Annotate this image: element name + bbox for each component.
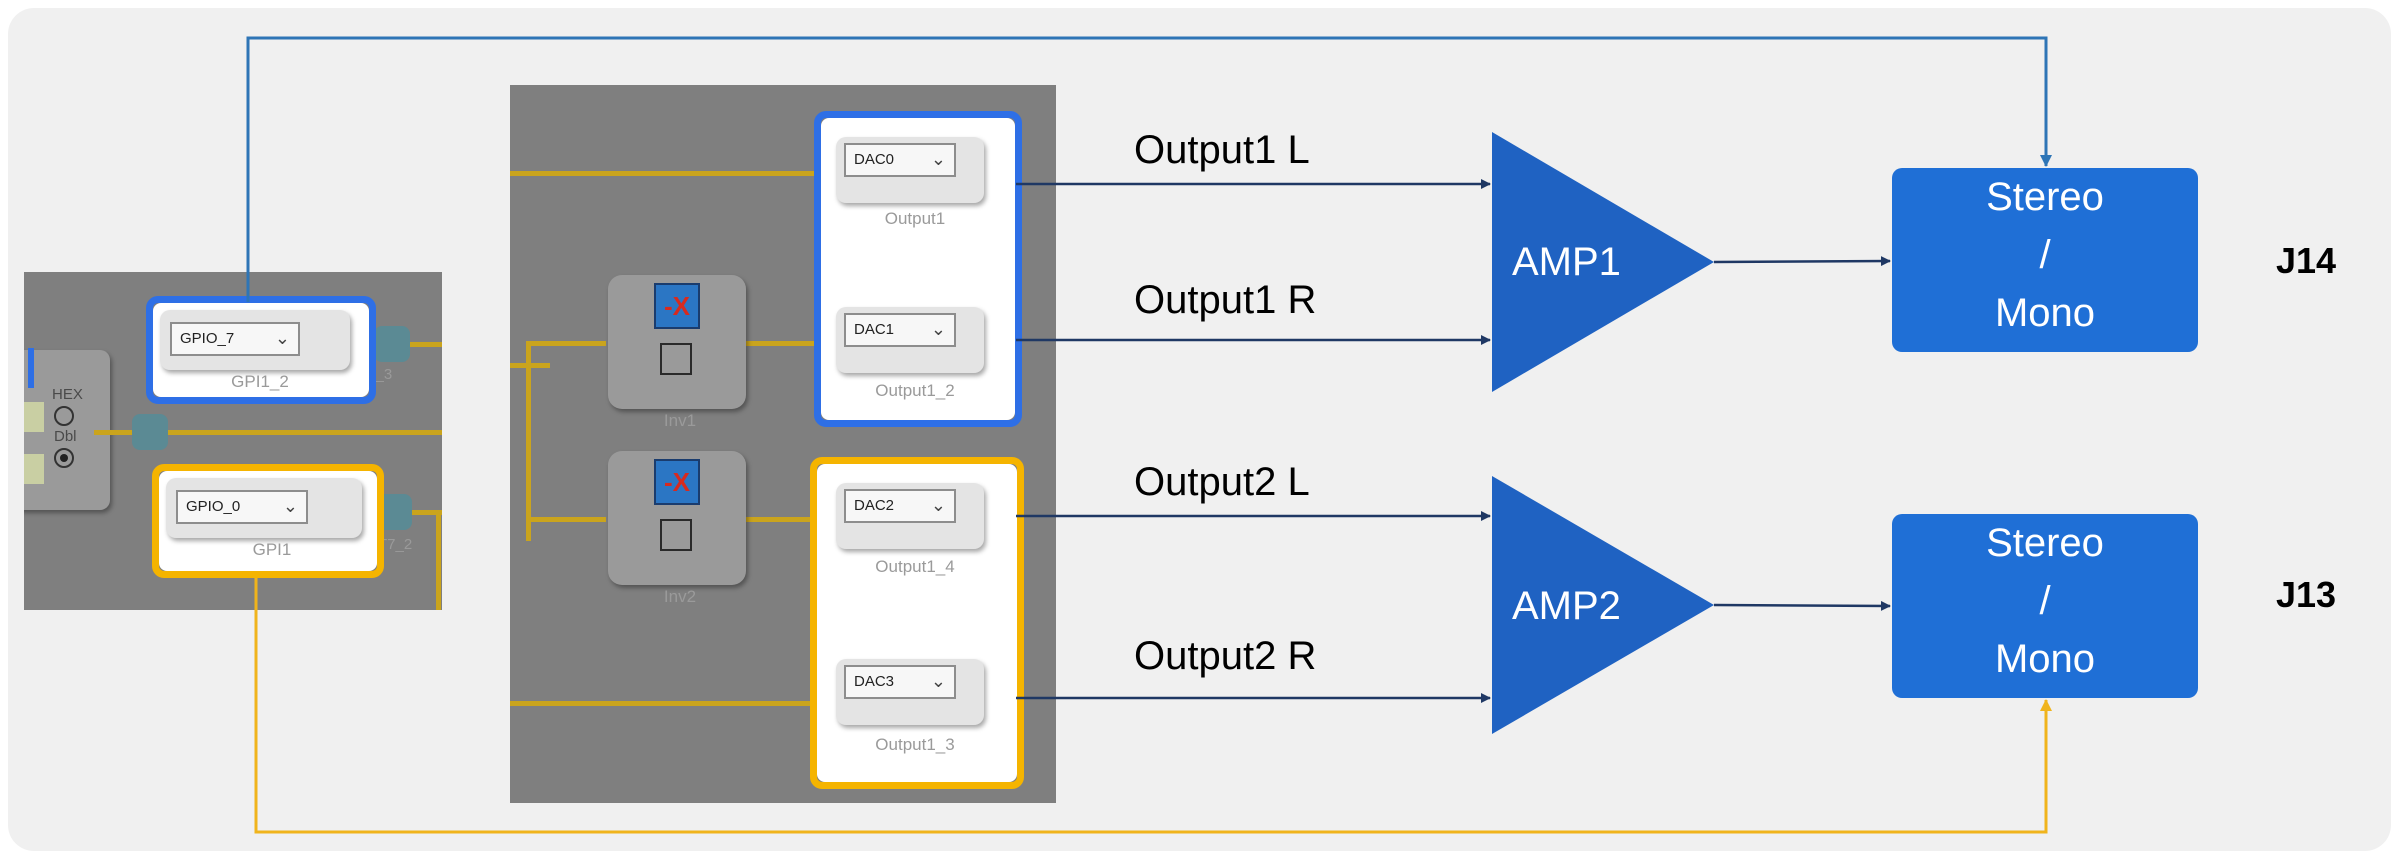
gpio0-highlight: [152, 464, 384, 578]
signal-wire: [384, 510, 442, 515]
box-line: /: [2039, 233, 2051, 277]
chevron-down-icon: ⌄: [930, 495, 946, 515]
dac0-caption: Output1: [884, 209, 946, 228]
gpio7-card: GPIO_7 ⌄: [160, 310, 350, 370]
dac-gold-highlight: [810, 457, 1024, 789]
signal-label: Output2 L: [1134, 460, 1310, 504]
node-label: T7_2: [378, 536, 413, 553]
dbl-radio[interactable]: [54, 448, 74, 468]
inverter-block-2[interactable]: -X: [608, 451, 746, 585]
signal-wire: [526, 341, 531, 541]
jack-label-j14: J14: [2276, 240, 2337, 281]
dac0-dropdown[interactable]: DAC0 ⌄: [844, 143, 956, 177]
signal-wire: [510, 171, 820, 176]
signal-wire: [510, 701, 820, 706]
gpio-screenshot-panel: HEX Dbl 1 T7_3 T7_2 GPIO_7⌄ GPI1_2: [24, 272, 442, 610]
dac2-dropdown[interactable]: DAC2 ⌄: [844, 489, 956, 523]
signal-label: Output1 L: [1134, 128, 1310, 172]
dac0-value: DAC0: [854, 151, 895, 168]
amp2-output-arrow: [1713, 600, 1891, 611]
gpio0-caption: GPI1: [252, 540, 292, 559]
inverter-caption: Inv2: [663, 587, 697, 606]
dac3-caption: Output1_3: [875, 735, 955, 754]
inverter-block-1[interactable]: -X: [608, 275, 746, 409]
dac2-value: DAC2: [854, 497, 895, 514]
invert-icon: -X: [654, 283, 700, 329]
widget-swatch: [24, 454, 44, 484]
amp1-triangle: [1492, 132, 1714, 392]
stereo-mono-box-1: Stereo / Mono: [1892, 168, 2198, 352]
chevron-down-icon: ⌄: [930, 671, 946, 691]
gpio7-dropdown[interactable]: GPIO_7 ⌄: [170, 322, 300, 356]
dac1-card: DAC1 ⌄: [836, 307, 984, 373]
signal-label: Output2 R: [1134, 634, 1317, 678]
gpio7-value: GPIO_7: [180, 330, 235, 347]
gpio7-control-line: [246, 36, 2052, 302]
box-line: Mono: [1994, 291, 2096, 335]
signal-wire: [740, 341, 820, 346]
amp2-label: AMP2: [1512, 584, 1621, 628]
box-line: /: [2039, 579, 2051, 623]
hex-radio[interactable]: [54, 406, 74, 426]
signal-wire: [94, 430, 442, 435]
dac2-card: DAC2 ⌄: [836, 483, 984, 549]
dac2-caption: Output1_4: [875, 557, 955, 576]
dbl-label: Dbl: [54, 428, 77, 445]
widget-swatch: [24, 402, 44, 432]
box-line: Stereo: [1986, 521, 2104, 565]
gpio0-value: GPIO_0: [186, 498, 241, 515]
gpio7-caption: GPI1_2: [231, 372, 289, 391]
gpio0-dropdown[interactable]: GPIO_0 ⌄: [176, 490, 308, 524]
signal-wire: [740, 517, 820, 522]
signal-wire: [526, 341, 606, 346]
invert-icon: -X: [654, 459, 700, 505]
inverter-checkbox[interactable]: [660, 519, 692, 551]
junction-node: [374, 326, 410, 362]
signal-label: Output1 R: [1134, 278, 1317, 322]
jack-label-j13: J13: [2276, 574, 2337, 615]
chevron-down-icon: ⌄: [274, 328, 290, 348]
gpio0-card: GPIO_0 ⌄: [166, 478, 362, 538]
signal-wire: [526, 517, 606, 522]
hex-label: HEX: [52, 386, 83, 403]
gpio0-control-line: [254, 578, 2052, 834]
dac1-dropdown[interactable]: DAC1 ⌄: [844, 313, 956, 347]
amp2-triangle: [1492, 476, 1714, 734]
signal-wire: [384, 342, 442, 347]
dac1-caption: Output1_2: [875, 381, 955, 400]
junction-node: [132, 414, 168, 450]
chevron-down-icon: ⌄: [282, 496, 298, 516]
dac3-dropdown[interactable]: DAC3 ⌄: [844, 665, 956, 699]
stereo-mono-box-2: Stereo / Mono: [1892, 514, 2198, 698]
gpio7-highlight: [146, 296, 376, 404]
dac-screenshot-panel: -X Inv1 -X Inv2 DAC0 ⌄ Output1 DAC1 ⌄ Outp…: [510, 85, 1056, 803]
inverter-caption: Inv1: [663, 411, 697, 430]
dac0-card: DAC0 ⌄: [836, 137, 984, 203]
dac3-card: DAC3 ⌄: [836, 659, 984, 725]
inverter-checkbox[interactable]: [660, 343, 692, 375]
amp1-output-arrow: [1713, 256, 1891, 267]
amp1-label: AMP1: [1512, 240, 1621, 284]
signal-wire: [436, 510, 441, 610]
dac3-value: DAC3: [854, 673, 895, 690]
box-line: Mono: [1994, 637, 2096, 681]
chevron-down-icon: ⌄: [930, 149, 946, 169]
dac-blue-highlight: [814, 111, 1022, 427]
box-line: Stereo: [1986, 175, 2104, 219]
dac1-value: DAC1: [854, 321, 895, 338]
chevron-down-icon: ⌄: [930, 319, 946, 339]
widget-edge-marker: [28, 348, 34, 388]
